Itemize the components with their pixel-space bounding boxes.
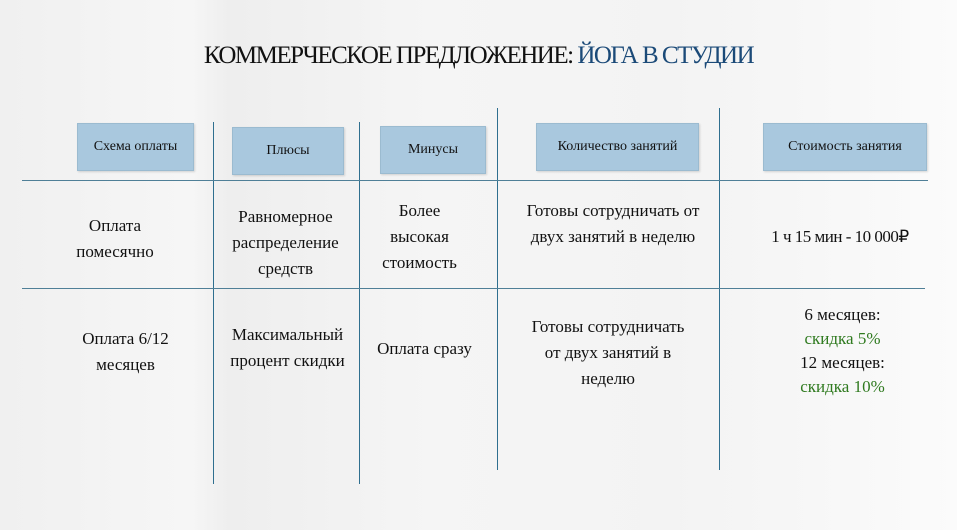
row1-pros: Равномерное распределение средств (232, 207, 339, 278)
header-cons: Минусы (380, 126, 486, 174)
column-divider (497, 108, 498, 470)
row1-price: 1 ч 15 мин - 10 000₽ (771, 227, 909, 246)
row2-price: 6 месяцев: скидка 5% 12 месяцев: скидка … (760, 303, 925, 399)
price-6-months: 6 месяцев: (804, 305, 881, 324)
row-divider (22, 180, 928, 181)
row1-sessions: Готовы сотрудничать от двух занятий в не… (526, 201, 700, 246)
discount-6-months: скидка 5% (804, 329, 881, 348)
row2-sessions: Готовы сотрудничать от двух занятий в не… (531, 317, 685, 388)
row1-cons: Более высокая стоимость (382, 201, 457, 272)
header-pros: Плюсы (232, 127, 344, 175)
title-accent: ЙОГА В СТУДИИ (577, 42, 754, 69)
column-divider (213, 122, 214, 484)
row2-scheme: Оплата 6/12 месяцев (82, 329, 169, 374)
price-12-months: 12 месяцев: (800, 353, 885, 372)
header-sessions: Количество занятий (536, 123, 699, 171)
header-price: Стоимость занятия (763, 123, 927, 171)
row2-cons: Оплата сразу (377, 339, 472, 358)
row-divider (22, 288, 925, 289)
header-scheme: Схема оплаты (77, 123, 194, 171)
title-main: КОММЕРЧЕСКОЕ ПРЕДЛОЖЕНИЕ: (203, 42, 578, 69)
page-title: КОММЕРЧЕСКОЕ ПРЕДЛОЖЕНИЕ: ЙОГА В СТУДИИ (0, 42, 957, 70)
column-divider (719, 108, 720, 470)
discount-12-months: скидка 10% (800, 377, 885, 396)
row2-pros: Максимальный процент скидки (230, 325, 345, 370)
row1-scheme: Оплата помесячно (76, 216, 154, 261)
column-divider (359, 122, 360, 484)
